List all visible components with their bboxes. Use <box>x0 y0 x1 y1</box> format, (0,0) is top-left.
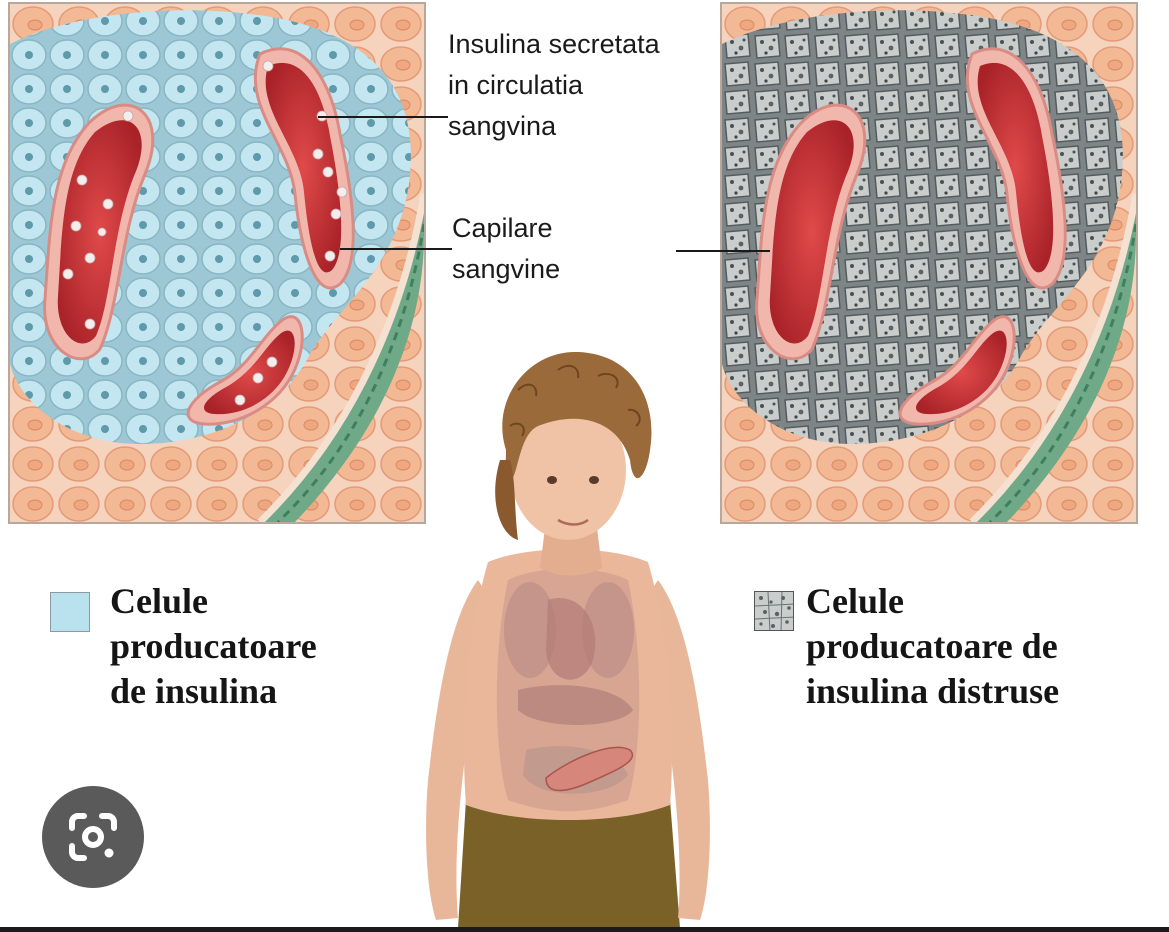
bottom-edge-bar <box>0 927 1169 932</box>
destroyed-islet-illustration <box>720 2 1138 524</box>
legend-label-destroyed-cells: Celule producatoare de insulina distruse <box>806 581 1060 711</box>
legend-swatch-healthy-cells <box>50 592 90 632</box>
legend-label-healthy-cells: Celule producatoare de insulina <box>110 581 317 711</box>
annotation-capillaries: Capilare sangvine <box>452 213 561 284</box>
google-lens-button[interactable] <box>42 786 144 888</box>
pancreas-highlight <box>545 746 633 792</box>
destroyed-cells-texture <box>755 592 793 630</box>
child-illustration <box>426 351 710 928</box>
destroyed-islet-svg <box>722 4 1136 522</box>
annotation-insulin-secreted: Insulina secretata in circulatia sangvin… <box>448 29 660 141</box>
healthy-islet-svg <box>10 4 424 522</box>
google-lens-icon <box>69 813 117 861</box>
legend-swatch-destroyed-cells <box>754 591 794 631</box>
healthy-islet-illustration <box>8 2 426 524</box>
